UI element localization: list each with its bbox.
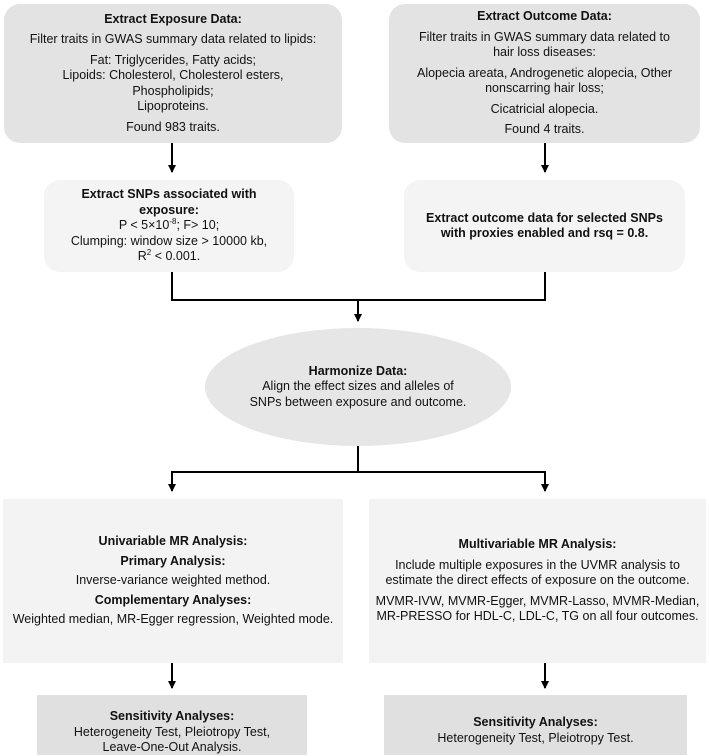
sensitivity-left-line-1: Heterogeneity Test, Pleiotropy Test, [73, 724, 271, 739]
univariable-box: Univariable MR Analysis: Primary Analysi… [3, 499, 343, 663]
outcome-found: Found 4 traits. [504, 122, 585, 137]
snps-clumping: Clumping: window size > 10000 kb, [70, 233, 268, 248]
split-line [168, 446, 359, 492]
extract-exposure-box: Extract Exposure Data: Filter traits in … [4, 4, 342, 143]
extract-snps-box: Extract SNPs associated with exposure: P… [44, 180, 294, 272]
outcome-snps-line-1: Extract outcome data for selected SNPs [426, 210, 663, 225]
multivariable-line-1: Include multiple exposures in the UVMR a… [395, 557, 680, 572]
outcome-line-1: Filter traits in GWAS summary data relat… [418, 29, 670, 44]
sensitivity-right-box: Sensitivity Analyses: Heterogeneity Test… [384, 695, 687, 755]
sensitivity-left-box: Sensitivity Analyses: Heterogeneity Test… [37, 695, 307, 755]
harmonize-ellipse: Harmonize Data: Align the effect sizes a… [205, 328, 511, 446]
snps-pvalue: P < 5×10-8; F> 10; [118, 217, 220, 233]
multivariable-box: Multivariable MR Analysis: Include multi… [369, 499, 706, 663]
connector-lines [168, 143, 549, 689]
outcome-line-3: Alopecia areata, Androgenetic alopecia, … [416, 65, 673, 80]
exposure-found: Found 983 traits. [126, 119, 220, 134]
harmonize-line-2: SNPs between exposure and outcome. [249, 394, 467, 409]
outcome-line-5: Cicatricial alopecia. [490, 101, 599, 116]
outcome-title: Extract Outcome Data: [477, 9, 612, 24]
primary-text: Inverse-variance weighted method. [75, 573, 271, 588]
exposure-title: Extract Exposure Data: [104, 11, 242, 26]
snps-title-1: Extract SNPs associated with [81, 187, 257, 202]
exposure-line-3: Lipoids: Cholesterol, Cholesterol esters… [62, 68, 284, 83]
sensitivity-left-title: Sensitivity Analyses: [109, 709, 235, 723]
outcome-snps-line-2: with proxies enabled and rsq = 0.8. [440, 226, 649, 240]
complementary-title: Complementary Analyses: [94, 592, 252, 607]
primary-title: Primary Analysis: [120, 553, 226, 568]
merge-line [171, 272, 546, 301]
outcome-line-2: hair loss diseases: [493, 45, 596, 60]
sensitivity-right-line-1: Heterogeneity Test, Pleiotropy Test. [437, 730, 634, 745]
split-line-right [358, 471, 549, 492]
complementary-text: Weighted median, MR-Egger regression, We… [12, 612, 334, 627]
exposure-line-4: Phospholipids; [132, 83, 214, 98]
exposure-line-5: Lipoproteins. [137, 99, 209, 114]
extract-outcome-snps-box: Extract outcome data for selected SNPs w… [404, 180, 685, 272]
multivariable-line-3: MVMR-IVW, MVMR-Egger, MVMR-Lasso, MVMR-M… [375, 593, 700, 608]
outcome-line-4: nonscarring hair loss; [485, 81, 604, 96]
multivariable-title: Multivariable MR Analysis: [458, 537, 617, 552]
exposure-line-1: Filter traits in GWAS summary data relat… [29, 32, 317, 47]
univariable-title: Univariable MR Analysis: [98, 534, 248, 549]
harmonize-title: Harmonize Data: [308, 363, 408, 378]
multivariable-line-4: MR-PRESSO for HDL-C, LDL-C, TG on all fo… [376, 609, 699, 624]
extract-outcome-box: Extract Outcome Data: Filter traits in G… [389, 4, 700, 143]
harmonize-line-1: Align the effect sizes and alleles of [262, 379, 454, 394]
snps-r2: R2 < 0.001. [137, 248, 201, 264]
sensitivity-left-line-2: Leave-One-Out Analysis. [102, 740, 242, 754]
sensitivity-right-title: Sensitivity Analyses: [473, 715, 598, 729]
multivariable-line-2: estimate the direct effects of exposure … [385, 573, 690, 588]
snps-title-2: exposure: [139, 202, 199, 217]
exposure-line-2: Fat: Triglycerides, Fatty acids; [89, 52, 257, 67]
